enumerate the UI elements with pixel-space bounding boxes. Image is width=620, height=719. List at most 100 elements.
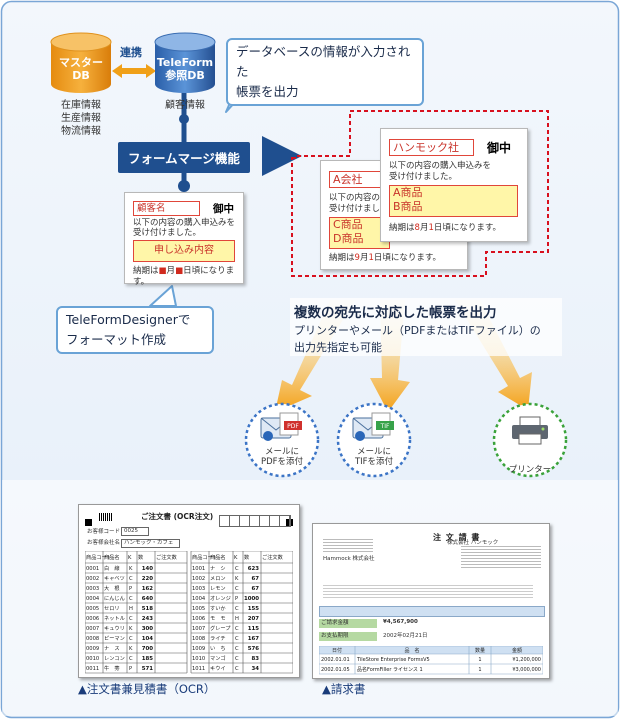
order-qty-right-2: 67 [251,586,259,592]
invoice-due-label: お支払期限 [321,633,349,639]
template-line2: 受け付けました。 [133,228,202,238]
teleform-db-title: TeleForm [156,56,214,69]
order-item-right-3: オレンジ [210,595,231,602]
order-title: ご注文書 (OCR注文) [141,512,214,521]
printer-label: プリンター [508,465,552,475]
order-header-right-3: 数 [244,553,250,561]
order-qty-left-7: 104 [142,636,154,642]
invoice-price-1: ¥3,000,000 [512,667,541,673]
template-honorific: 御中 [213,203,234,215]
master-db-title: マスター [59,56,103,69]
order-k-right-1: K [235,576,239,582]
form-b-items: A商品 B商品 [389,185,518,217]
order-code-right-4: 1005 [192,606,205,612]
order-header-left-1: 商品名 [104,553,120,561]
order-item-left-9: レンコン [104,655,125,662]
order-item-left-7: ピーマン [104,635,125,642]
invoice-due: 2002年02月21日 [383,633,428,639]
form-a-item2: D商品 [333,232,364,245]
pdf-badge: PDF [287,423,299,430]
order-k-right-8: C [235,646,239,652]
invoice-document: 注 文 請 書 Hammock 株式会社 株式会社 ハンモック ご請求金額 ¥4… [312,523,550,679]
invoice-customer: Hammock 株式会社 [323,556,375,562]
order-k-left-4: H [129,606,133,612]
order-qty-left-2: 162 [142,586,154,592]
order-k-left-8: K [129,646,133,652]
order-item-left-5: ネットル [104,615,125,622]
invoice-item-1: 品名FormFiller ライセンス 1 [357,666,423,673]
order-header-right-1: 商品名 [210,553,226,561]
order-code-left-9: 0010 [86,656,99,662]
order-qty-right-4: 155 [248,606,260,612]
order-item-right-10: キウイ [210,664,226,672]
teleform-db-cylinder [154,32,216,93]
order-k-right-4: C [235,606,239,612]
order-qty-left-9: 185 [142,656,154,662]
invoice-header-2: 数量 [475,647,485,654]
form-a-item1: C商品 [333,218,363,231]
order-code-right-3: 1004 [192,596,206,602]
pdf-label-line2: PDFを添付 [260,457,304,467]
template-line1: 以下の内容の購入申込みを [133,218,236,228]
invoice-qty-1: 1 [478,667,481,673]
order-header-right-2: K [234,555,238,561]
order-item-right-1: メロン [210,576,226,582]
link-arrow [112,64,156,78]
link-label: 連携 [120,46,142,59]
output-region [291,110,549,277]
order-code-right-1: 1002 [192,576,205,582]
form-a-items: C商品 D商品 [329,217,390,249]
order-item-left-1: キャベツ [104,575,125,582]
master-db-cylinder [50,32,112,93]
order-k-left-5: C [129,616,133,622]
order-qty-left-6: 300 [142,626,154,632]
order-item-left-8: ナ ス [104,645,120,652]
order-code-left-10: 0011 [86,666,99,672]
bubble-designer-line2: フォーマット作成 [66,332,167,347]
order-header-left-0: 商品コード [86,553,112,561]
mail-tif-icon: TIF [352,412,394,441]
template-delivery: 納期は■月■日頃になります。 [133,266,235,287]
output-caption-box [290,298,562,356]
form-b-customer: ハンモック社 [389,139,474,156]
order-code-right-9: 1010 [192,656,205,662]
order-qty-right-3: 1000 [244,596,259,602]
order-code-left-8: 0009 [86,646,99,652]
template-form: 顧客名 御中 以下の内容の購入申込みを 受け付けました。 申し込み内容 納期は■… [124,192,244,287]
form-b-item1: A商品 [393,186,423,199]
bubble-designer-line1: TeleFormDesignerで [66,312,191,327]
tif-badge: TIF [380,423,390,430]
order-code-right-8: 1009 [192,646,205,652]
order-item-left-4: セロリ [104,605,120,612]
order-qty-right-5: 207 [248,616,260,622]
form-b-item2: B商品 [393,200,423,213]
order-k-left-10: P [129,666,132,672]
teleform-db-subtitle: 参照DB [165,69,205,82]
invoice-date-0: 2002.01.01 [321,657,350,663]
order-company-label: お客様会社名 [87,540,121,546]
master-db-caption: 在庫情報 生産情報 物流情報 [46,99,116,138]
order-item-right-8: い ち [210,645,226,652]
output-form-b: ハンモック社 御中 以下の内容の購入申込みを 受け付けました。 A商品 B商品 … [380,128,528,242]
tif-label: メールに TIFを添付 [340,447,408,467]
form-merge-label: フォームマージ機能 [118,142,250,173]
invoice-caption: ▲請求書 [322,682,366,696]
form-a-delivery: 納期は9月1日頃になります。 [329,253,442,263]
order-k-left-3: C [129,596,133,602]
invoice-item-0: TileStore Enterprise FormsV5 [356,657,430,663]
order-qty-left-3: 640 [142,596,154,602]
bubble-db-output-line2: 帳票を出力 [236,84,299,99]
order-k-left-2: P [129,586,132,592]
teleform-db-caption: 顧客情報 [165,100,205,111]
template-content-field: 申し込み内容 [133,240,235,262]
invoice-company: 株式会社 ハンモック [447,540,499,546]
order-k-right-6: C [235,626,239,632]
order-k-right-3: P [235,596,238,602]
order-qty-right-10: 34 [251,666,259,672]
order-qty-right-7: 167 [248,636,260,642]
order-document: ご注文書 (OCR注文) お客様コード 0025 お客様会社名 ハンモック・カフ… [78,504,300,678]
order-code-right-5: 1006 [192,616,205,622]
